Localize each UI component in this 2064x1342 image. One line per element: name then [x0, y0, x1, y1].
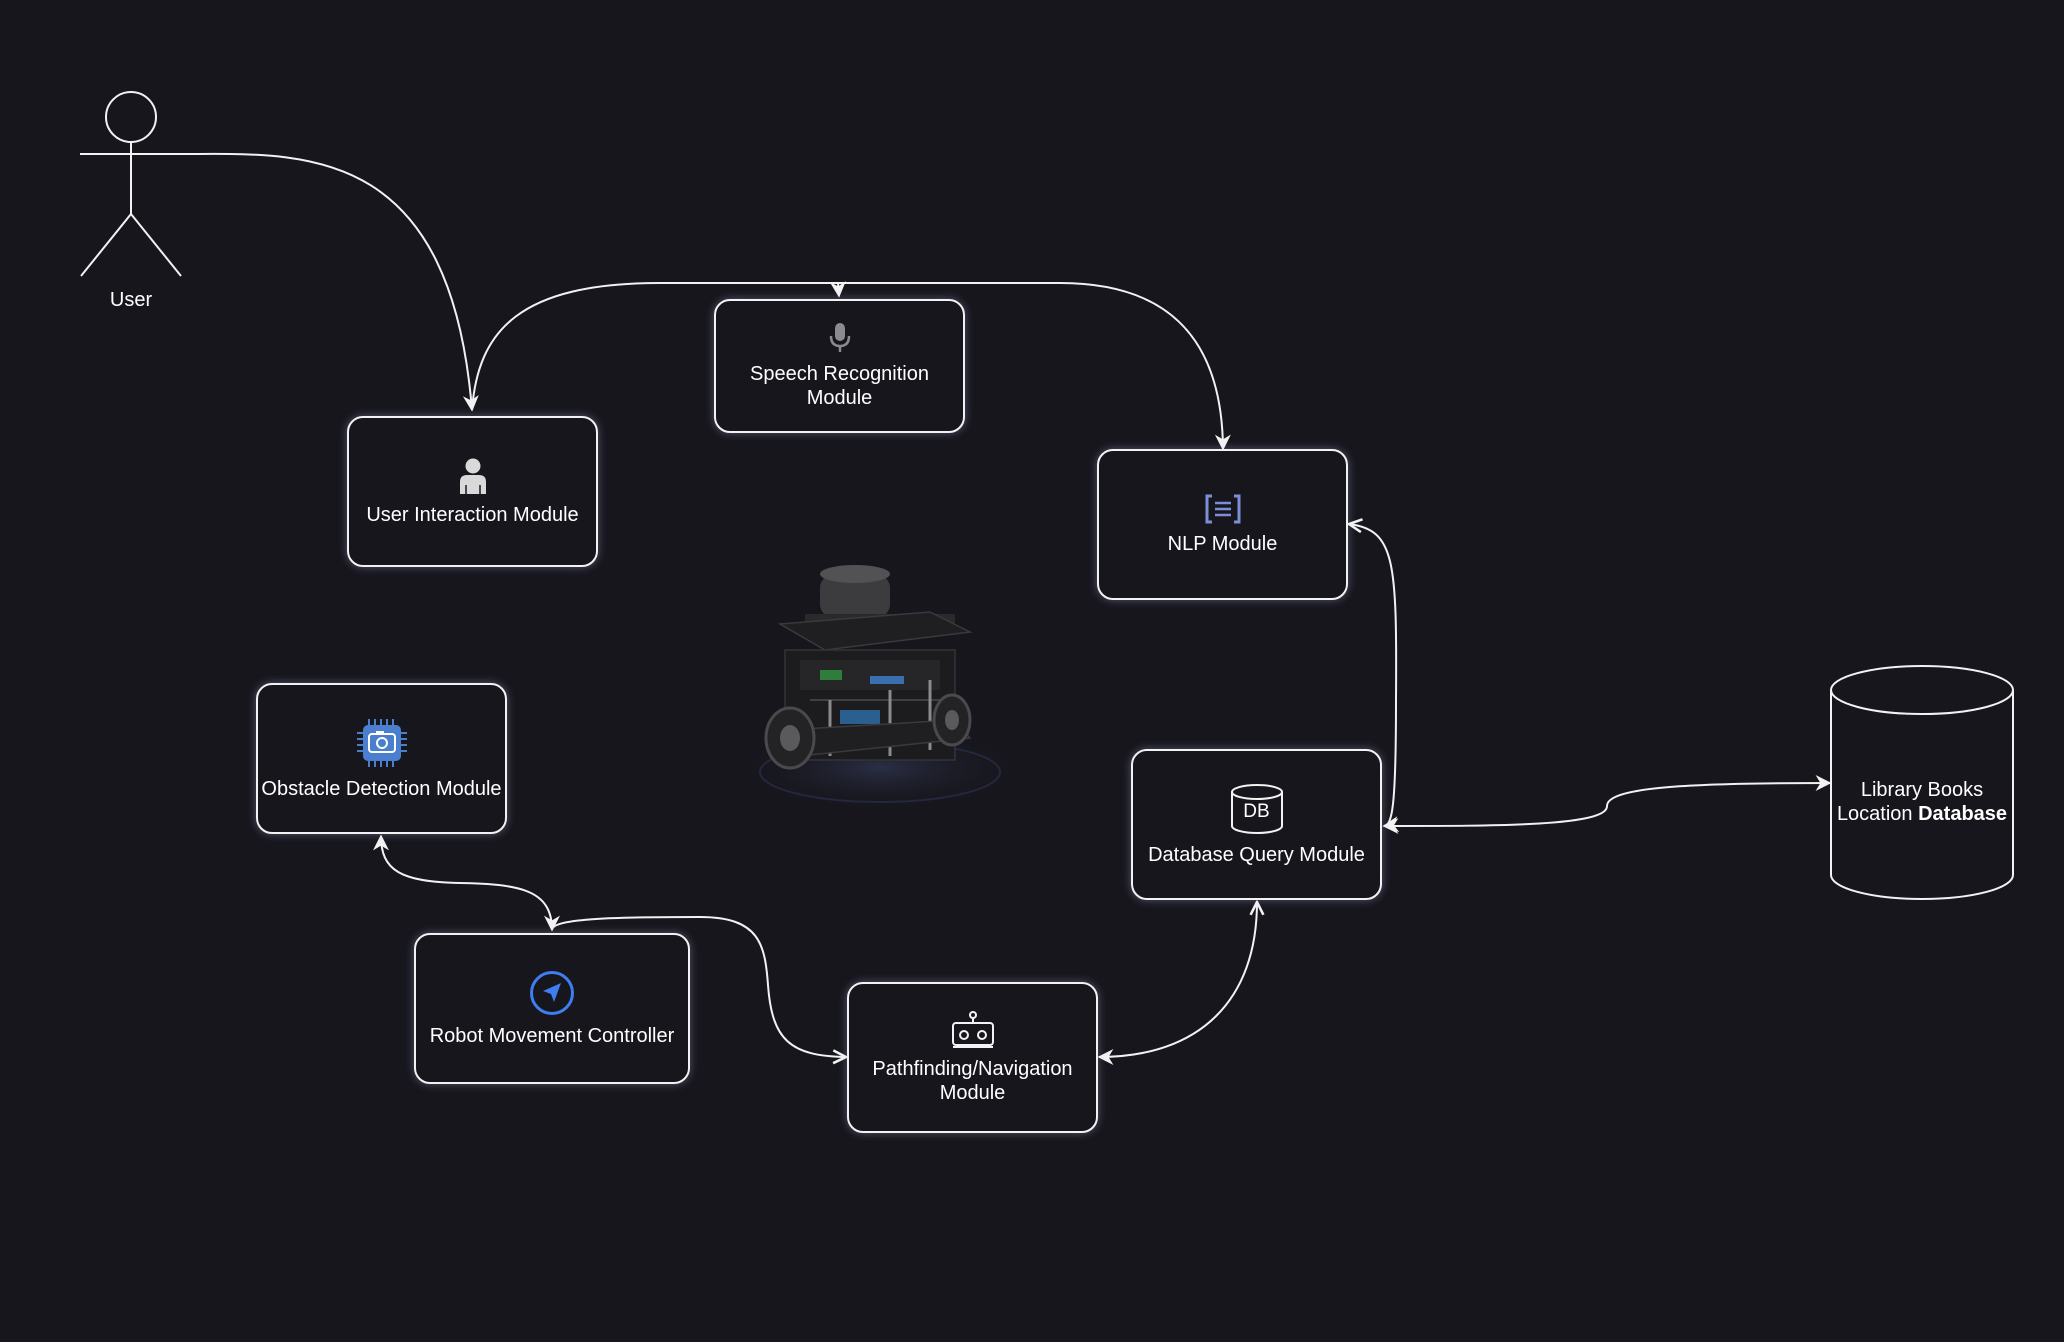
database-icon-text: DB — [1243, 800, 1270, 822]
edge-interaction-to-speech — [471, 282, 838, 411]
microphone-icon — [827, 322, 853, 354]
robot-movement-label: Robot Movement Controller — [429, 1024, 675, 1047]
speech-recognition-module[interactable]: Speech Recognition Module — [714, 299, 965, 433]
edge-dbquery-pathfinding — [1099, 902, 1257, 1057]
edge-movement-pathfinding — [552, 917, 846, 1057]
robot-icon — [951, 1010, 995, 1049]
pathfinding-label: Pathfinding/Navigation Module — [872, 1057, 1073, 1104]
library-database-cylinder — [1830, 665, 2014, 900]
nlp-label: NLP Module — [1167, 532, 1278, 555]
robot-movement-controller[interactable]: Robot Movement Controller — [414, 933, 690, 1084]
library-database-label: Library Books Location Database — [1836, 779, 2008, 825]
database-icon: DB — [1230, 783, 1284, 835]
edge-speech-to-nlp — [838, 282, 1231, 451]
obstacle-detection-label: Obstacle Detection Module — [261, 777, 502, 800]
user-actor-figure — [80, 91, 182, 277]
person-icon — [459, 457, 487, 495]
obstacle-detection-module[interactable]: Obstacle Detection Module — [256, 683, 507, 834]
user-actor-label: User — [109, 289, 153, 311]
database-query-module[interactable]: DB Database Query Module — [1131, 749, 1382, 900]
user-interaction-module[interactable]: User Interaction Module — [347, 416, 598, 567]
edge-user-to-interaction — [181, 152, 479, 412]
edge-obstacle-movement — [373, 834, 553, 931]
database-query-label: Database Query Module — [1148, 843, 1365, 866]
user-interaction-label: User Interaction Module — [366, 503, 579, 526]
pathfinding-navigation-module[interactable]: Pathfinding/Navigation Module — [847, 982, 1098, 1133]
edge-dbquery-database — [1382, 775, 1832, 834]
edge-top-to-speech — [829, 281, 846, 298]
navigation-arrow-icon — [529, 970, 575, 1016]
document-lines-icon — [1205, 494, 1241, 524]
nlp-module[interactable]: NLP Module — [1097, 449, 1348, 600]
speech-recognition-label: Speech Recognition Module — [749, 363, 929, 409]
camera-chip-icon — [355, 717, 409, 769]
robot-image — [730, 565, 1030, 813]
